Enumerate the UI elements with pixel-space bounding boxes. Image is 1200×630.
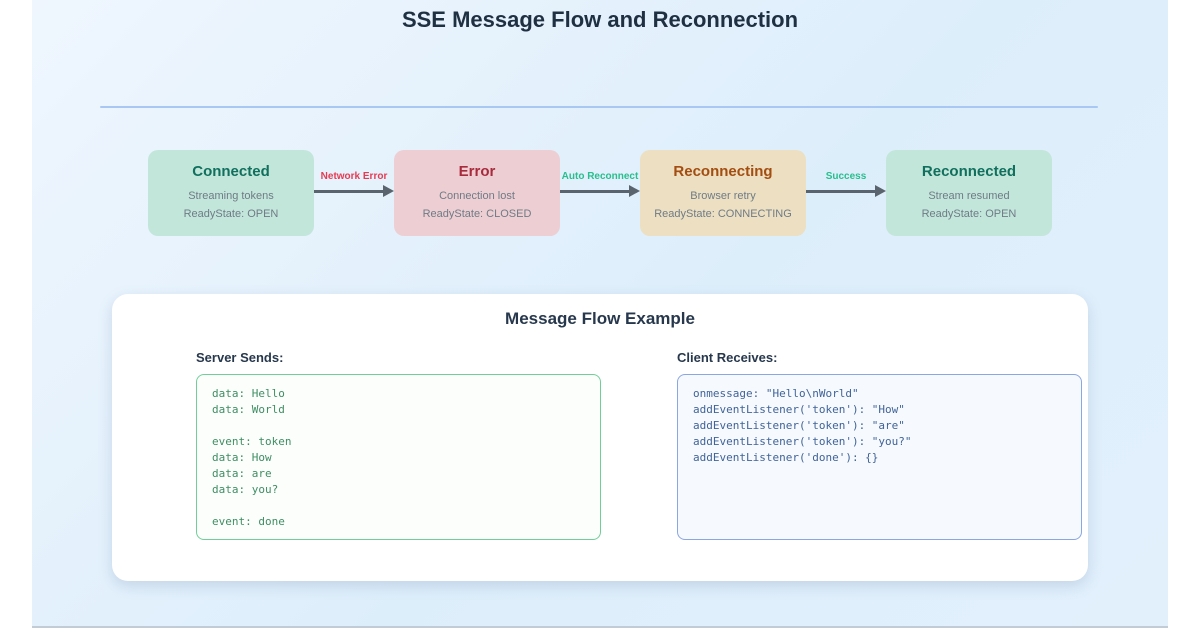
client-code-block: onmessage: "Hello\nWorld" addEventListen… [677, 374, 1082, 540]
section-divider [100, 106, 1098, 108]
state-readystate: ReadyState: OPEN [183, 208, 279, 220]
code-line: data: How [212, 451, 272, 464]
state-readystate: ReadyState: OPEN [921, 208, 1017, 220]
state-description: Streaming tokens [188, 190, 274, 202]
arrow-line [314, 189, 383, 193]
code-line: addEventListener('done'): {} [693, 451, 879, 464]
code-line: event: token [212, 435, 292, 448]
code-line: data: are [212, 467, 272, 480]
state-readystate: ReadyState: CLOSED [422, 208, 532, 220]
transition-label: Network Error [320, 171, 388, 182]
code-line: event: done [212, 515, 285, 528]
code-line: onmessage: "Hello\nWorld" [693, 387, 859, 400]
arrow-head [383, 185, 394, 197]
state-description: Stream resumed [928, 190, 1010, 202]
code-line [212, 418, 585, 434]
code-line: addEventListener('token'): "you?" [693, 435, 912, 448]
state-title: Reconnecting [673, 163, 773, 180]
state-description: Connection lost [439, 190, 515, 202]
arrow-line [560, 189, 629, 193]
state-flow-diagram: Connected Streaming tokens ReadyState: O… [32, 150, 1168, 236]
page-background: SSE Message Flow and Reconnection Connec… [32, 0, 1168, 628]
state-box-error: Error Connection lost ReadyState: CLOSED [394, 150, 560, 236]
server-code-block: data: Hello data: World event: token dat… [196, 374, 601, 540]
code-line: data: you? [212, 483, 279, 496]
state-title: Reconnected [921, 163, 1017, 180]
right-arrow-icon [806, 185, 886, 197]
state-description: Browser retry [690, 190, 756, 202]
client-receives-label: Client Receives: [677, 350, 778, 365]
transition-label: Auto Reconnect [561, 171, 639, 182]
code-line [212, 498, 585, 514]
right-arrow-icon [314, 185, 394, 197]
server-sends-label: Server Sends: [196, 350, 284, 365]
transition-auto-reconnect: Auto Reconnect [560, 171, 640, 197]
state-box-reconnected: Reconnected Stream resumed ReadyState: O… [886, 150, 1052, 236]
code-line: data: World [212, 403, 285, 416]
transition-success: Success [806, 171, 886, 197]
arrow-line [806, 189, 875, 193]
right-arrow-icon [560, 185, 640, 197]
example-columns: Server Sends: data: Hello data: World ev… [112, 329, 1088, 540]
card-title: Message Flow Example [505, 309, 695, 328]
transition-network-error: Network Error [314, 171, 394, 197]
arrow-head [875, 185, 886, 197]
state-readystate: ReadyState: CONNECTING [654, 208, 792, 220]
state-box-reconnecting: Reconnecting Browser retry ReadyState: C… [640, 150, 806, 236]
code-line: addEventListener('token'): "How" [693, 403, 905, 416]
message-flow-example-card: Message Flow Example Server Sends: data:… [112, 294, 1088, 581]
page-title: SSE Message Flow and Reconnection [401, 7, 799, 32]
transition-label: Success [825, 171, 867, 182]
arrow-head [629, 185, 640, 197]
state-title: Error [458, 163, 496, 180]
state-title: Connected [192, 163, 270, 180]
server-sends-column: Server Sends: data: Hello data: World ev… [196, 350, 601, 540]
code-line: data: Hello [212, 387, 285, 400]
state-box-connected: Connected Streaming tokens ReadyState: O… [148, 150, 314, 236]
code-line: addEventListener('token'): "are" [693, 419, 905, 432]
client-receives-column: Client Receives: onmessage: "Hello\nWorl… [677, 350, 1082, 540]
